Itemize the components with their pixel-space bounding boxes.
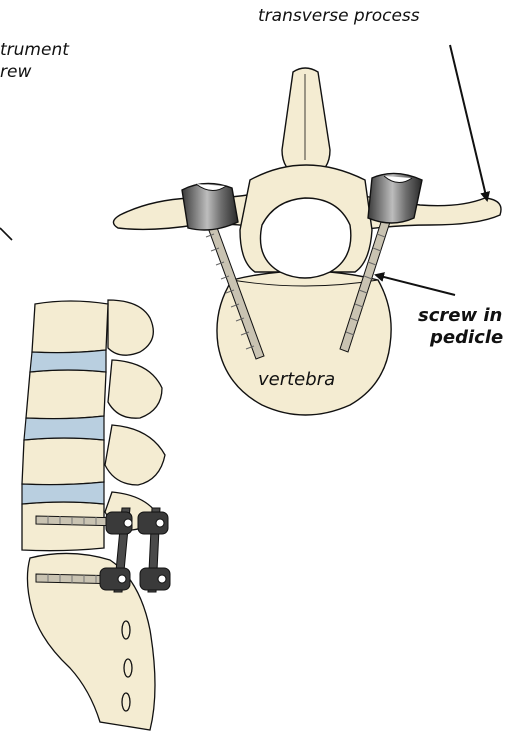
label-transverse-process: transverse process <box>258 6 420 26</box>
label-instrument-line2: rew <box>0 62 31 82</box>
spinal-canal <box>260 198 350 278</box>
lumbar-body-1 <box>32 301 108 353</box>
lumbar-body-4 <box>22 502 104 551</box>
instrument-leader <box>0 228 12 240</box>
vertebra-axial-view <box>113 68 501 415</box>
label-pedicle: pedicle <box>430 327 503 349</box>
label-vertebra: vertebra <box>258 370 335 390</box>
transverse-process-leader <box>450 45 487 200</box>
spinous-process <box>282 68 330 178</box>
pedicle-leader <box>376 275 455 295</box>
lumbar-body-2 <box>26 370 106 419</box>
label-instrument-line1: trument <box>0 40 69 60</box>
lumbar-body-3 <box>22 438 104 485</box>
label-screw-in: screw in <box>418 305 502 327</box>
